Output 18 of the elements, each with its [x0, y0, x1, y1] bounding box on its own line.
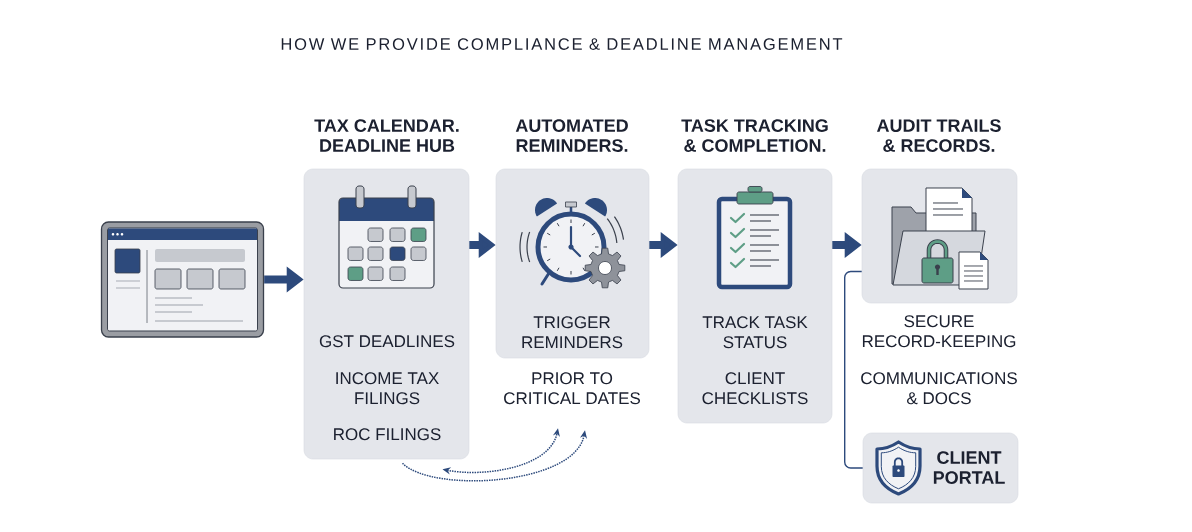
step-heading: TASK TRACKING & COMPLETION. — [681, 119, 828, 152]
step-text: INCOME TAX FILINGS — [336, 372, 439, 405]
step-heading: AUTOMATED REMINDERS. — [515, 119, 628, 152]
step-card — [862, 432, 1019, 504]
step-caption: PRIOR TO CRITICAL DATES — [504, 372, 640, 405]
tablet-picture — [100, 221, 265, 338]
step-text: TRACK TASK STATUS — [702, 316, 808, 349]
step-text: GST DEADLINES — [319, 335, 455, 348]
step-heading: CLIENT PORTAL — [933, 451, 1005, 484]
step-text: ROC FILINGS — [334, 428, 441, 441]
diagram-title: HOW WE PROVIDE COMPLIANCE & DEADLINE MANAGEMENT — [281, 38, 843, 50]
step-caption: COMMUNICATIONS & DOCS — [861, 372, 1017, 405]
step-heading: AUDIT TRAILS & RECORDS. — [876, 119, 1001, 152]
connector-line — [844, 270, 864, 469]
step-caption: SECURE RECORD-KEEPING — [862, 315, 1016, 348]
step-text: CLIENT CHECKLISTS — [702, 372, 808, 405]
step-heading: TAX CALENDAR. DEADLINE HUB — [314, 119, 459, 152]
step-text: TRIGGER REMINDERS — [522, 316, 623, 349]
